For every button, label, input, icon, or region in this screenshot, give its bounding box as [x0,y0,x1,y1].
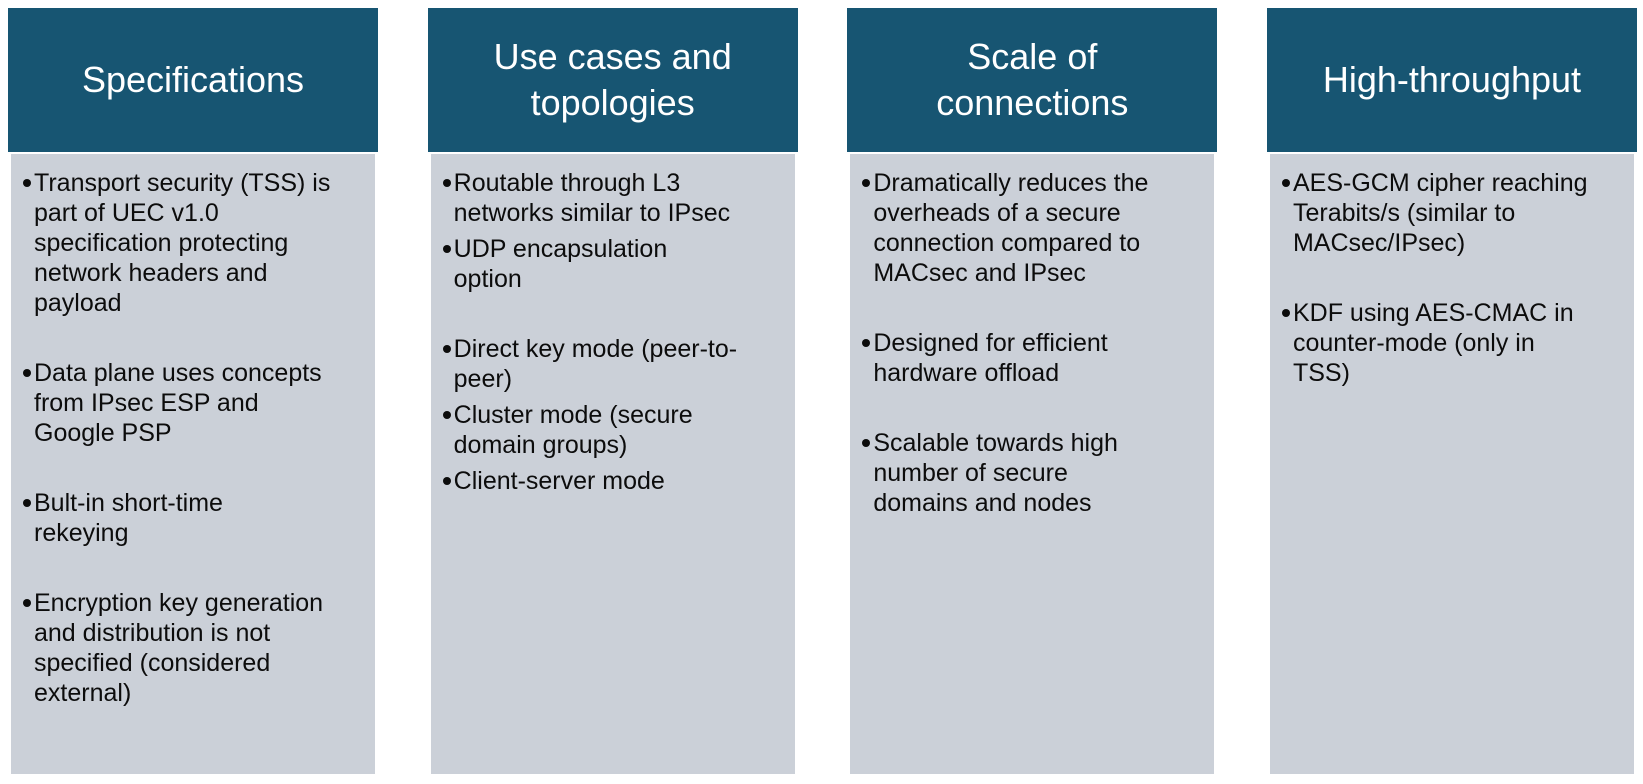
card-header: Use cases and topologies [427,8,798,152]
info-card-use-cases-and-topologies: Use cases and topologies Routable throug… [427,8,798,774]
card-title-scale-of-connections: Scale of connections [936,36,1129,123]
bullet-group: Designed for efficient hardware offload [860,328,1206,388]
bullet-group: Transport security (TSS) is part of UEC … [21,168,367,318]
bullet-item: Direct key mode (peer-to- peer) [441,334,787,394]
bullet-group: KDF using AES-CMAC in counter-mode (only… [1280,298,1626,388]
bullet-group: Encryption key generation and distributi… [21,588,367,708]
card-body: Dramatically reduces the overheads of a … [850,154,1215,774]
card-title-use-cases-and-topologies: Use cases and topologies [493,36,732,123]
bullet-group: AES-GCM cipher reaching Terabits/s (simi… [1280,168,1626,258]
bullet-item: Transport security (TSS) is part of UEC … [21,168,367,318]
info-card-scale-of-connections: Scale of connections Dramatically reduce… [847,8,1218,774]
bullet-item: Client-server mode [441,466,787,496]
bullet-item: KDF using AES-CMAC in counter-mode (only… [1280,298,1626,388]
card-body: Transport security (TSS) is part of UEC … [11,154,375,774]
bullet-item: Bult-in short-time rekeying [21,488,367,548]
bullet-item: UDP encapsulation option [441,234,787,294]
bullet-item: Cluster mode (secure domain groups) [441,400,787,460]
card-title-high-throughput: High-throughput [1322,59,1582,100]
bullet-item: Dramatically reduces the overheads of a … [860,168,1206,288]
bullet-item: Scalable towards high number of secure d… [860,428,1206,518]
card-header: Specifications [8,8,378,152]
bullet-item: Designed for efficient hardware offload [860,328,1206,388]
bullet-group: Data plane uses concepts from IPsec ESP … [21,358,367,448]
bullet-item: AES-GCM cipher reaching Terabits/s (simi… [1280,168,1626,258]
bullet-item: Data plane uses concepts from IPsec ESP … [21,358,367,448]
info-card-specifications: Specifications Transport security (TSS) … [8,8,378,774]
bullet-item: Encryption key generation and distributi… [21,588,367,708]
bullet-group: Scalable towards high number of secure d… [860,428,1206,518]
card-body: AES-GCM cipher reaching Terabits/s (simi… [1269,154,1634,774]
card-body: Routable through L3 networks similar to … [430,154,795,774]
bullet-group: Routable through L3 networks similar to … [441,168,787,294]
bullet-group: Bult-in short-time rekeying [21,488,367,548]
card-header: High-throughput [1266,8,1637,152]
card-header: Scale of connections [847,8,1218,152]
card-title-specifications: Specifications [81,59,305,100]
bullet-item: Routable through L3 networks similar to … [441,168,787,228]
bullet-group: Dramatically reduces the overheads of a … [860,168,1206,288]
info-card-high-throughput: High-throughput AES-GCM cipher reaching … [1266,8,1637,774]
bullet-group: Direct key mode (peer-to- peer)Cluster m… [441,334,787,496]
